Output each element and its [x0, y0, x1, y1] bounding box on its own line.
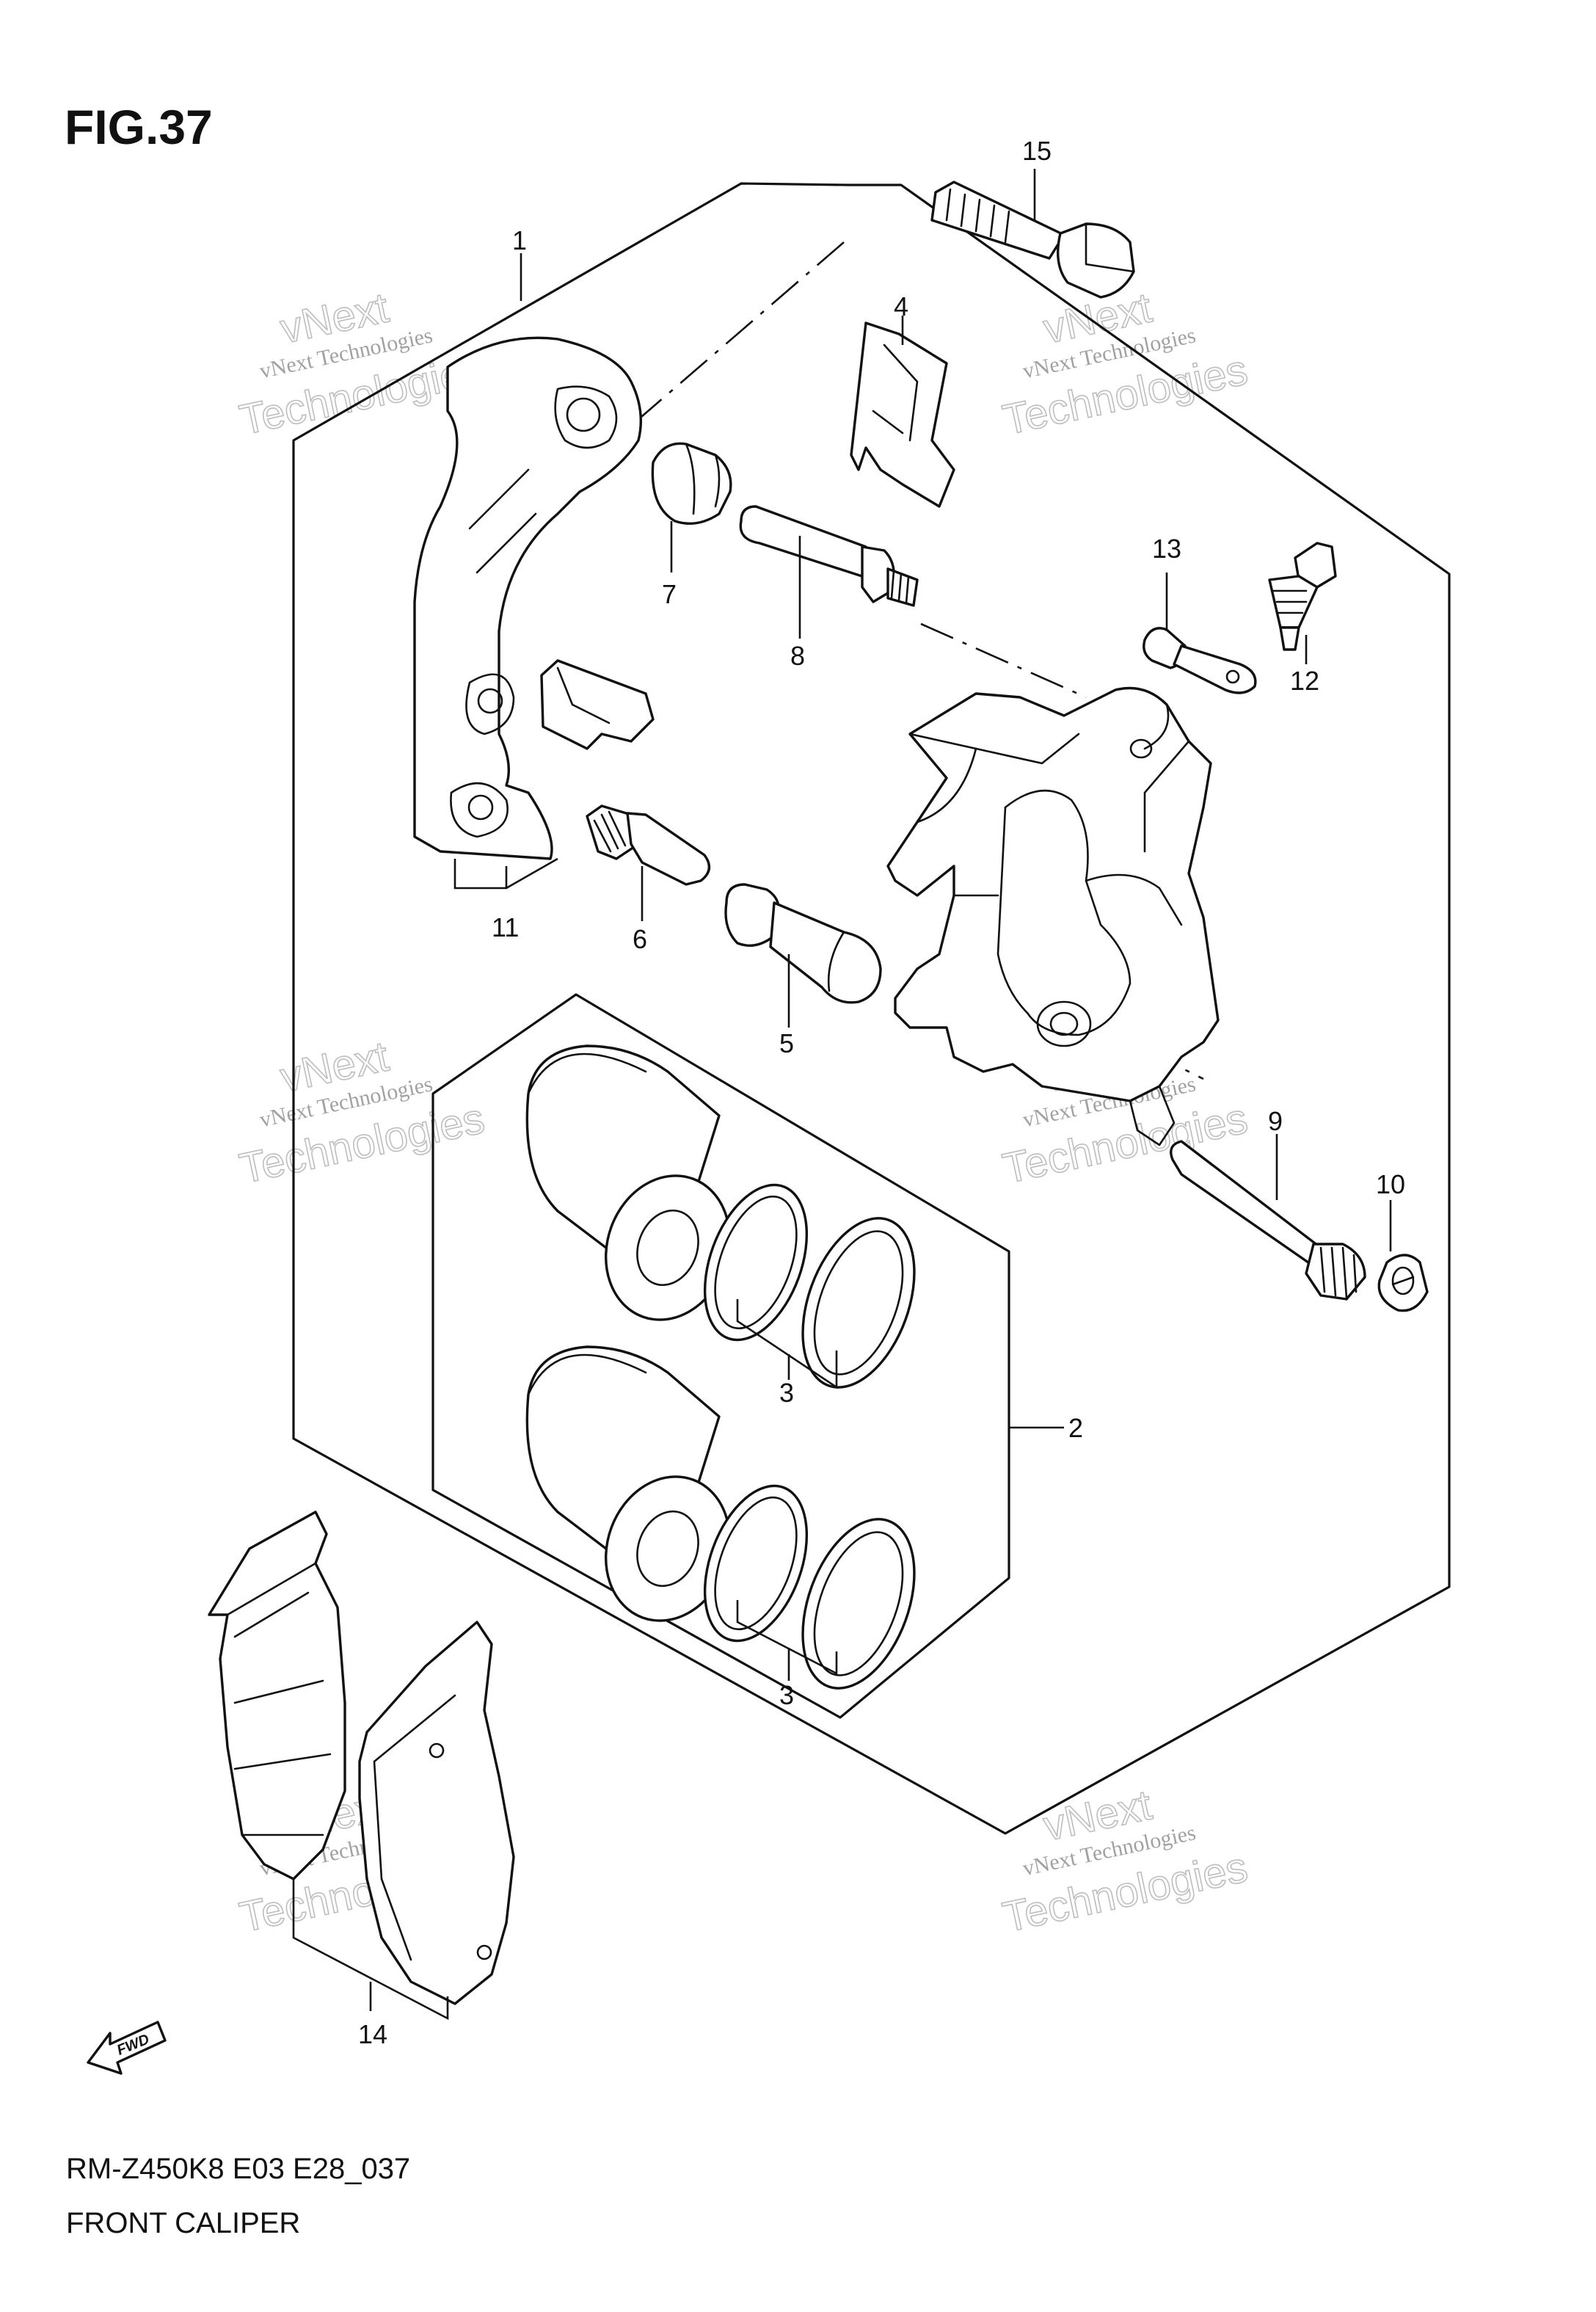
watermark-top-left: Technologies vNext vNext Technologies	[235, 283, 489, 445]
callout-13: 13	[1152, 534, 1181, 564]
leader-14	[292, 1879, 449, 2021]
callout-14: 14	[358, 2019, 387, 2049]
bolt-part	[930, 181, 1135, 299]
seal-kit-outline	[431, 993, 1010, 1719]
watermark-group: Technologies vNext vNext Technologies Te…	[235, 283, 1252, 1942]
figure-title: FIG.37	[65, 100, 213, 154]
watermark-mid-left: Technologies vNext vNext Technologies	[235, 1032, 489, 1193]
callout-5: 5	[779, 1028, 794, 1058]
caliper-body-part	[886, 686, 1220, 1146]
pad-spring-part	[850, 321, 955, 508]
diagram-title: FRONT CALIPER	[66, 2207, 300, 2239]
plug-part	[1377, 1254, 1429, 1312]
piston-lower-part	[525, 1345, 732, 1622]
watermark-bottom-right: Technologies vNext vNext Technologies	[998, 1781, 1252, 1942]
model-code: RM-Z450K8 E03 E28_037	[66, 2153, 410, 2185]
callout-numbers: 1 15 4 7 8 13 12 11 6 5 9 10 3 2 3 14	[358, 136, 1405, 2049]
callout-9: 9	[1268, 1106, 1283, 1136]
fwd-arrow-icon: FWD	[87, 2021, 167, 2075]
seal-ring-lower-1-part	[703, 1484, 809, 1643]
brake-pad-rear-part	[358, 1621, 515, 2005]
callout-8: 8	[790, 641, 805, 671]
slide-pin-upper-part	[739, 505, 919, 607]
seal-ring-upper-1-part	[703, 1183, 809, 1342]
pin-boot-part	[724, 883, 882, 1004]
bracket-spring-part	[540, 659, 655, 750]
callout-3-lower: 3	[779, 1680, 794, 1710]
watermark-top-right: Technologies vNext vNext Technologies	[998, 283, 1252, 445]
caliper-bracket-part	[413, 336, 642, 860]
bleeder-cap-part	[1143, 627, 1257, 694]
callout-6: 6	[633, 924, 647, 954]
seal-ring-lower-2-part	[801, 1518, 916, 1690]
brake-pad-front-part	[208, 1511, 346, 1880]
seal-ring-upper-2-part	[801, 1217, 916, 1389]
callout-10: 10	[1376, 1169, 1405, 1199]
callout-2: 2	[1068, 1413, 1083, 1443]
callout-3-upper: 3	[779, 1378, 794, 1408]
bleeder-screw-part	[1268, 542, 1337, 651]
retaining-pin-part	[1170, 1140, 1366, 1301]
leader-11	[453, 857, 558, 890]
alignment-line-upper	[630, 241, 845, 426]
callout-11: 11	[492, 912, 519, 942]
caliper-assembly-outline	[292, 182, 1451, 1835]
leader-3-upper	[736, 1299, 838, 1389]
callout-12: 12	[1290, 666, 1319, 696]
callout-4: 4	[894, 291, 908, 321]
alignment-line-bolt	[920, 622, 1087, 699]
callout-1: 1	[512, 225, 527, 255]
callout-7: 7	[662, 579, 677, 609]
boot-part	[651, 442, 732, 526]
slide-pin-lower-part	[586, 804, 711, 886]
leader-lines	[292, 169, 1392, 2021]
callout-15: 15	[1022, 136, 1052, 166]
leader-3-lower	[736, 1600, 838, 1681]
